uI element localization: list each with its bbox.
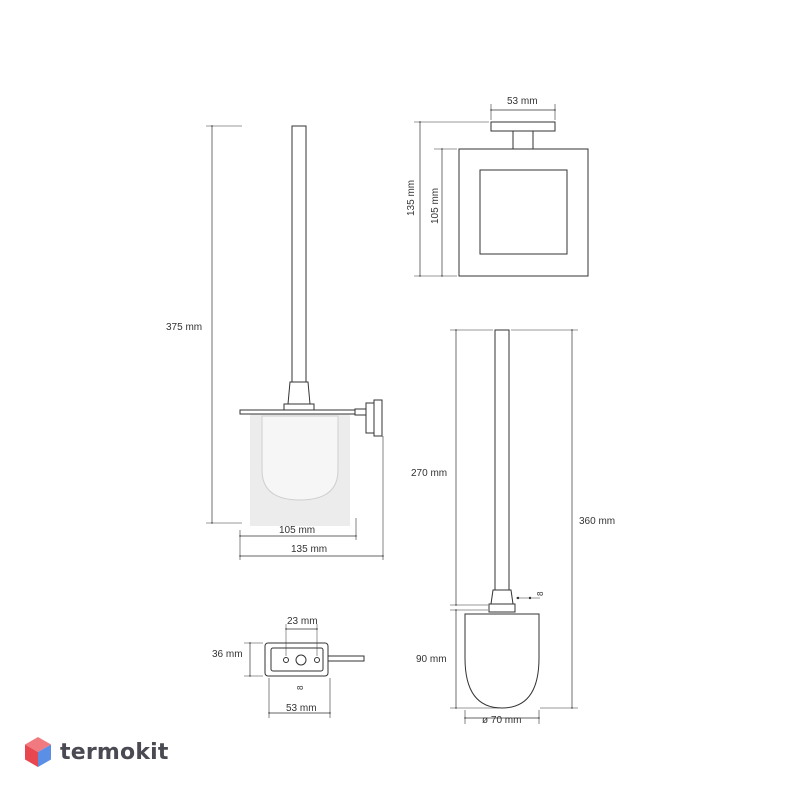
brand-name: termokit (60, 739, 169, 765)
front-holder-shelf (239, 409, 361, 415)
label-side-plate-width: 53 mm (507, 96, 538, 107)
label-brush-head: 90 mm (416, 654, 447, 665)
brush-handle (494, 329, 510, 591)
label-brush-handle: 270 mm (411, 468, 447, 479)
base-right-hole (314, 657, 320, 663)
front-view (206, 125, 384, 560)
label-base-width: 53 mm (286, 703, 317, 714)
front-holder-collar (283, 403, 315, 411)
brand-cube-icon (25, 737, 51, 767)
base-view (244, 624, 365, 718)
label-front-height: 375 mm (166, 322, 202, 333)
side-mount-stem (512, 130, 534, 150)
brush-neck (490, 589, 514, 605)
label-base-height: 36 mm (212, 649, 243, 660)
label-base-hole-size: 8 (296, 685, 305, 690)
front-brush-collar (287, 381, 311, 405)
side-inner-frame (479, 169, 568, 255)
brand-logo: termokit (24, 736, 169, 768)
label-front-total-width: 135 mm (291, 544, 327, 555)
base-center-hole (295, 654, 307, 666)
brush-view (450, 329, 578, 724)
base-rod (325, 655, 365, 662)
brush-collar (488, 603, 516, 613)
label-brush-neck: 8 (536, 591, 545, 596)
label-front-cup-width: 105 mm (279, 525, 315, 536)
label-side-total-height: 135 mm (406, 180, 417, 216)
base-left-hole (283, 657, 289, 663)
front-wall-plate (373, 399, 383, 437)
brush-head (464, 613, 540, 709)
label-brush-total: 360 mm (579, 516, 615, 527)
label-brush-diameter: ø 70 mm (482, 715, 521, 726)
side-view (414, 104, 589, 277)
front-glass-inner (261, 415, 339, 501)
front-brush-handle (291, 125, 307, 383)
side-mount-plate (490, 121, 556, 132)
label-side-inner-height: 105 mm (430, 188, 441, 224)
label-base-hole-spacing: 23 mm (287, 616, 318, 627)
